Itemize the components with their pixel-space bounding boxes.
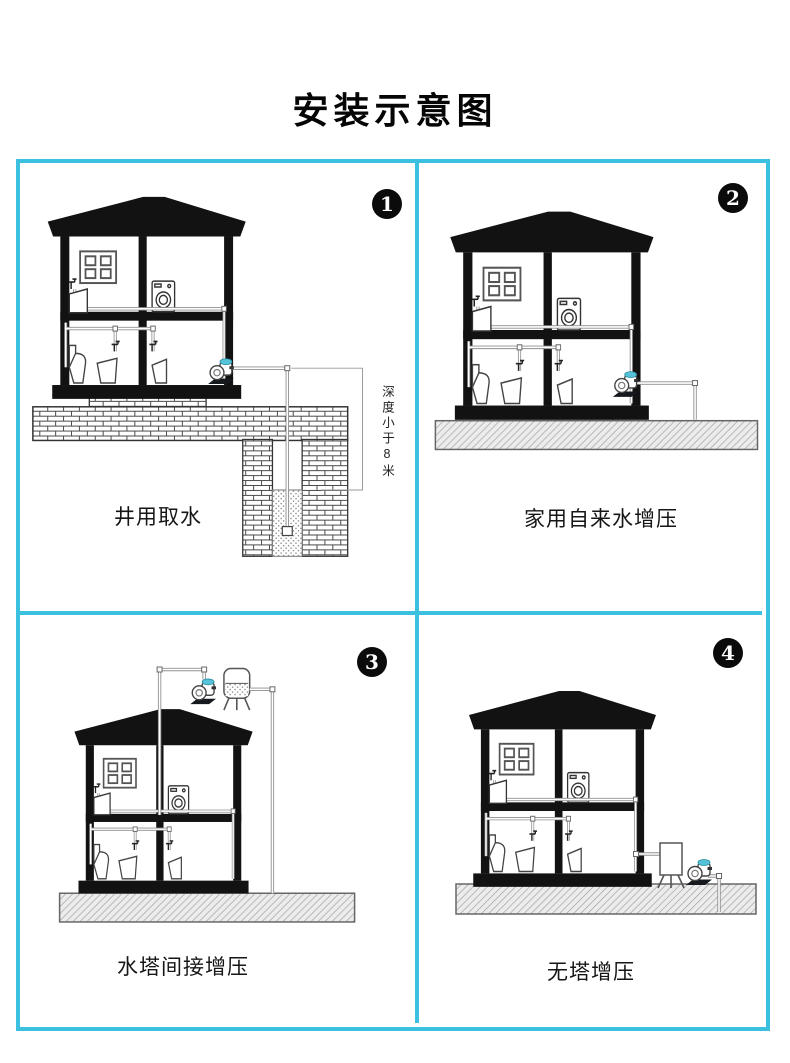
panel-tap-water-boost: 2 家用自来水增压 [419, 163, 762, 615]
tap-water-boost-illustration [434, 163, 759, 451]
panel-tankless-boost: 4 无塔增压 [419, 615, 762, 1023]
page-title: 安装示意图 [292, 90, 498, 131]
well-intake-illustration [32, 163, 364, 557]
panel-well-intake: 1 深度小于8米 井用取水 [20, 163, 419, 615]
foot-valve [281, 525, 293, 537]
pump-icon [189, 678, 217, 705]
panel-caption-1: 井用取水 [114, 506, 202, 529]
panel-badge-2: 2 [718, 183, 748, 213]
ground-brick-slab [32, 406, 349, 442]
panel-caption-4: 无塔增压 [547, 961, 635, 984]
tankless-boost-illustration [455, 615, 757, 915]
pump-icon [685, 858, 713, 886]
depth-annotation: 深度小于8米 [380, 385, 394, 480]
well-wall-right [301, 438, 349, 557]
rooftop-water-tank-icon [223, 667, 251, 711]
house-illustration [469, 691, 656, 887]
pump-icon [207, 358, 235, 385]
diagram-grid: 1 深度小于8米 井用取水 2 家用自来水增压 [16, 159, 770, 1031]
depth-bracket [291, 367, 364, 491]
panel-badge-4: 4 [713, 638, 743, 668]
ground-slab [58, 892, 356, 923]
well-wall-left [242, 438, 274, 557]
panel-caption-3: 水塔间接增压 [117, 956, 249, 979]
pressure-tank-icon [657, 842, 685, 889]
house-illustration [74, 709, 252, 893]
panel-badge-1: 1 [372, 189, 402, 219]
water-tower-boost-illustration [58, 666, 356, 923]
panel-water-tower-boost: 3 水塔间接增压 [20, 615, 419, 1023]
pump-icon [612, 370, 640, 398]
ground-slab [434, 419, 759, 451]
panel-badge-3: 3 [357, 647, 387, 677]
panel-caption-2: 家用自来水增压 [524, 508, 678, 531]
ground-slab [455, 883, 757, 915]
